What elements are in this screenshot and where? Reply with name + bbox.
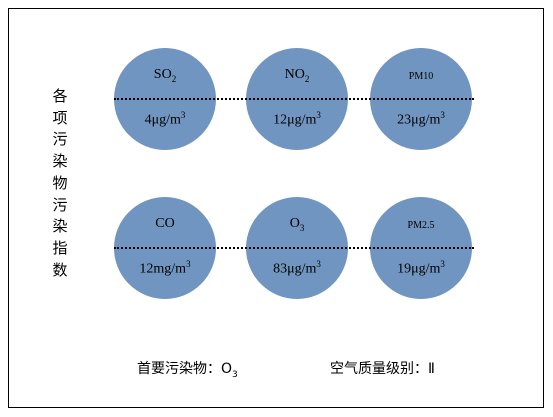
side-char: 各 [52, 87, 68, 105]
aqi-level-label: 空气质量级别：Ⅱ [330, 361, 435, 377]
side-char: 染 [52, 217, 68, 236]
pollutant-value: 23μg/m3 [397, 110, 445, 128]
pollutant-name: O3 [289, 216, 305, 233]
pollutant-value: 12mg/m3 [139, 259, 191, 277]
side-char: 污 [52, 130, 68, 149]
diagram-frame [8, 8, 544, 408]
pollutant-name: NO2 [284, 67, 310, 84]
pollutant-value: 19μg/m3 [397, 259, 445, 277]
pollutant-name: PM2.5 [407, 220, 435, 231]
side-char: 指 [52, 238, 68, 257]
pollutant-value: 83μg/m3 [273, 259, 321, 277]
divider-dotted-row2 [114, 247, 474, 249]
side-char: 污 [52, 195, 68, 214]
pollutant-name: SO2 [153, 67, 177, 84]
side-char: 染 [52, 152, 68, 171]
side-label: 各 项 污 染 物 污 染 指 数 [50, 86, 70, 281]
side-char: 项 [52, 108, 68, 127]
pollutant-value: 4μg/m3 [144, 110, 186, 128]
primary-pollutant-label: 首要污染物：O3 [137, 361, 238, 380]
pollutant-name: PM10 [408, 71, 434, 82]
pollutant-name: CO [155, 216, 175, 231]
side-char: 物 [52, 173, 68, 192]
side-char: 数 [52, 260, 68, 279]
divider-dotted-row1 [114, 98, 474, 100]
pollutant-value: 12μg/m3 [273, 110, 321, 128]
